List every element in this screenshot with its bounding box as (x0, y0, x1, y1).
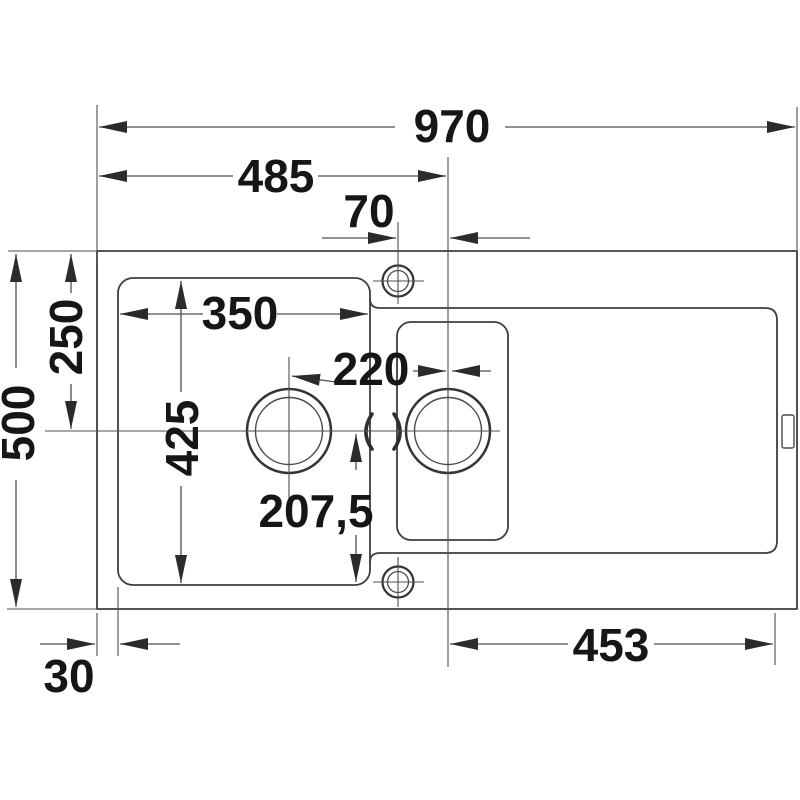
dim-label-overall-width: 970 (414, 100, 491, 152)
dim-220-left-leader (291, 373, 337, 386)
extension-lines (7, 105, 798, 667)
dim-label-bowl-width: 350 (202, 287, 279, 339)
dim-label-centerline-to-bowl-end: 207,5 (258, 485, 373, 537)
bowl-wall-tangent-mark-left (364, 412, 374, 451)
dim-label-bowl-side-offset: 30 (43, 650, 94, 702)
dim-label-half-width: 485 (238, 150, 315, 202)
drainer-area (369, 298, 778, 563)
dim-label-centerline-from-top: 250 (40, 299, 92, 376)
dimension-lines (9, 121, 795, 650)
outer-rim (96, 250, 798, 610)
dim-label-tap-hole-offset: 70 (343, 185, 394, 237)
dim-label-drain-spacing: 220 (333, 343, 410, 395)
bowl-wall-tangent-mark-right (392, 412, 402, 451)
dimension-labels: 970 485 70 350 220 425 250 500 207,5 453… (0, 100, 649, 702)
dim-label-overall-depth: 500 (0, 385, 44, 462)
tap-hole-bottom (373, 557, 424, 607)
overflow-slot (781, 414, 795, 449)
dim-label-bowl-length: 425 (156, 400, 208, 477)
dim-label-drainer-length: 453 (573, 619, 650, 671)
